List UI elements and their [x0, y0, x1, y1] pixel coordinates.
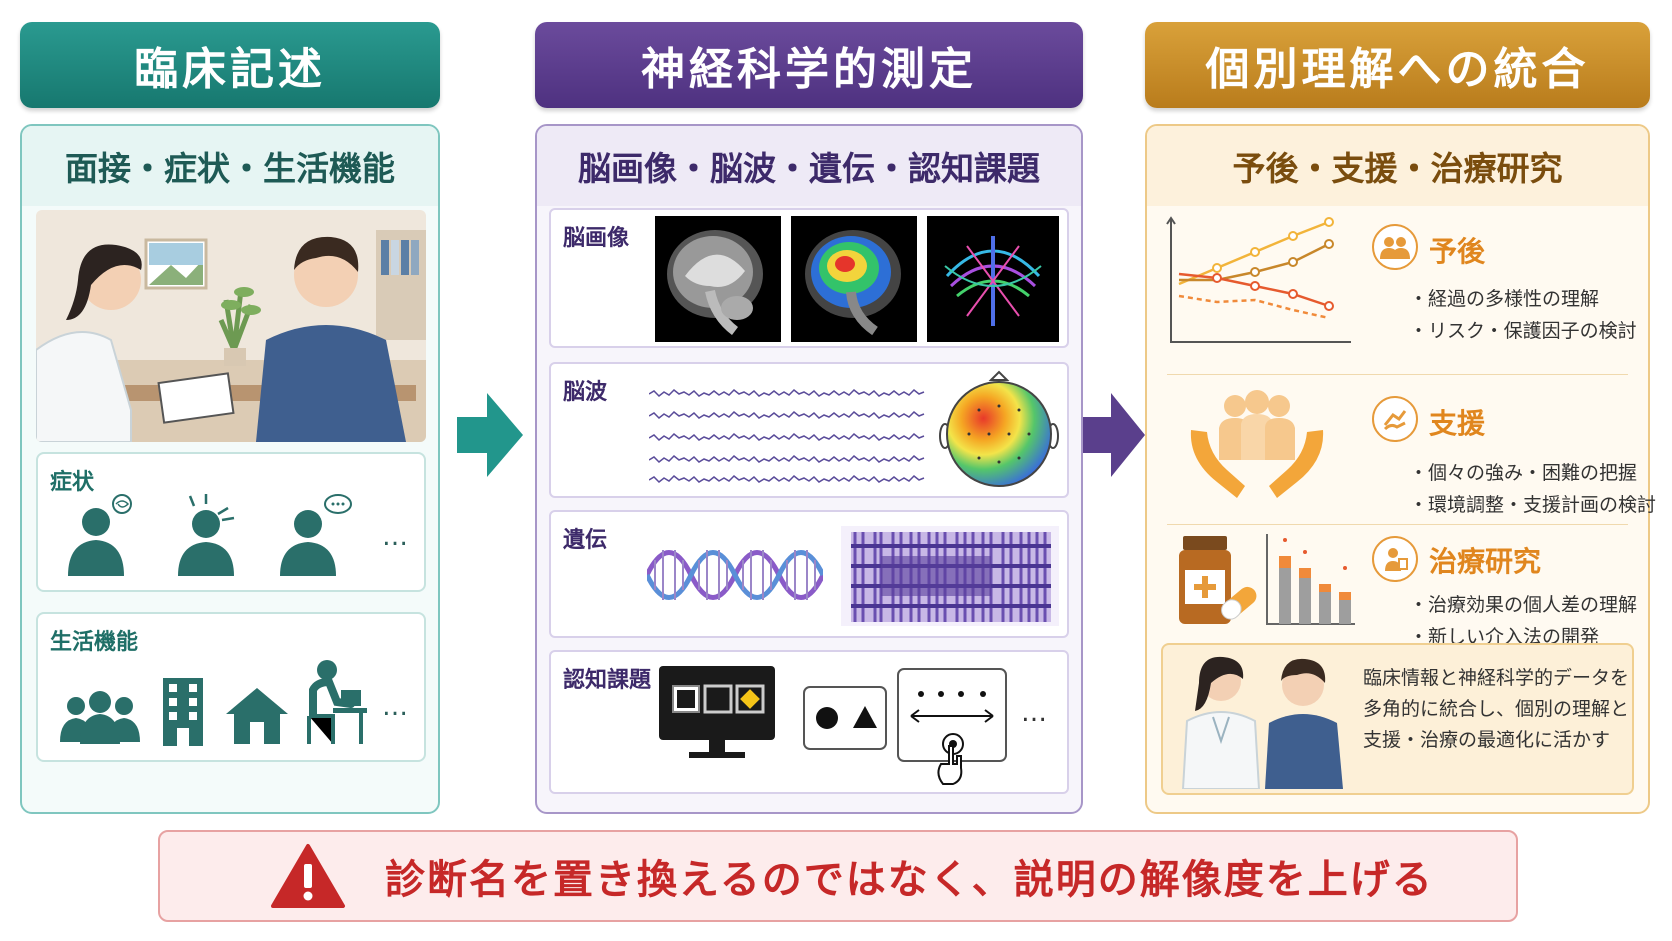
- function-label: 生活機能: [50, 630, 139, 655]
- support-icon: [1372, 396, 1418, 442]
- integration-header: 個別理解への統合: [1145, 22, 1650, 108]
- warning-icon: [271, 844, 345, 908]
- neuro-header: 神経科学的測定: [535, 22, 1083, 108]
- support-bullet-2: ・環境調整・支援計画の検討: [1409, 494, 1657, 516]
- integration-column: 個別理解への統合 予後・支援・治療研究 予後: [1145, 22, 1656, 814]
- eeg-topography-map: [939, 370, 1059, 487]
- treatment-title: 治療研究: [1429, 545, 1542, 578]
- genetics-card: 遺伝: [549, 510, 1069, 638]
- bottom-message-banner: 診断名を置き換えるのではなく、説明の解像度を上げる: [158, 830, 1518, 922]
- shape-task-card: [803, 686, 887, 750]
- cognitive-tasks-label: 認知課題: [563, 668, 652, 693]
- prognosis-line-chart: [1166, 216, 1351, 343]
- divider: [1167, 374, 1628, 375]
- person-at-desk-icon: [307, 660, 367, 744]
- cognitive-more: …: [1021, 698, 1049, 728]
- prognosis-item: 予後 ・経過の多様性の理解 ・リスク・保護因子の検討: [1147, 206, 1648, 366]
- clinical-body: 面接・症状・生活機能: [20, 124, 440, 814]
- summary-text: 臨床情報と神経科学的データを 多角的に統合し、個別の理解と 支援・治療の最適化に…: [1363, 663, 1629, 756]
- building-icon: [163, 678, 203, 746]
- person-confused-icon: [68, 494, 132, 576]
- integration-body: 予後・支援・治療研究 予後 ・経過の多様性の理解: [1145, 124, 1656, 814]
- function-more: …: [382, 692, 410, 722]
- prognosis-title: 予後: [1429, 235, 1486, 268]
- treatment-bar-chart: [1266, 534, 1355, 625]
- symptoms-label: 症状: [50, 470, 95, 495]
- function-card: 生活機能: [36, 612, 426, 762]
- summary-line-3: 支援・治療の最適化に活かす: [1363, 729, 1611, 751]
- arrow-right-icon: [1083, 393, 1145, 477]
- support-bullet-1: ・個々の強み・困難の把握: [1409, 462, 1638, 484]
- person-headache-icon: [178, 494, 235, 576]
- symptoms-card: 症状 …: [36, 452, 426, 592]
- symptoms-more: …: [382, 522, 410, 552]
- eeg-card: 脳波: [549, 362, 1069, 498]
- function-icons: …: [58, 656, 410, 746]
- prognosis-bullet-1: ・経過の多様性の理解: [1409, 288, 1600, 310]
- neuro-column: 神経科学的測定 脳画像・脳波・遺伝・認知課題 脳画像: [535, 22, 1083, 814]
- interview-scene-image: [36, 210, 426, 442]
- symptoms-icons: …: [58, 494, 410, 576]
- clinical-column: 臨床記述 面接・症状・生活機能: [20, 22, 440, 814]
- people-icon: [1372, 224, 1418, 270]
- medicine-icon: [1179, 536, 1257, 624]
- neuro-subtitle: 脳画像・脳波・遺伝・認知課題: [537, 126, 1081, 206]
- support-hands-icon: [1190, 390, 1324, 498]
- touch-task-card: [897, 668, 1007, 785]
- dna-helix-icon: [647, 550, 823, 600]
- summary-line-2: 多角的に統合し、個別の理解と: [1363, 698, 1630, 720]
- support-item: 支援 ・個々の強み・困難の把握 ・環境調整・支援計画の検討: [1147, 376, 1656, 526]
- cognitive-tasks-card: 認知課題: [549, 650, 1069, 794]
- bottom-message-text: 診断名を置き換えるのではなく、説明の解像度を上げる: [385, 857, 1434, 903]
- treatment-item: 治療研究 ・治療効果の個人差の理解 ・新しい介入法の開発: [1147, 526, 1648, 648]
- summary-line-1: 臨床情報と神経科学的データを: [1363, 667, 1630, 689]
- clinical-subtitle: 面接・症状・生活機能: [22, 126, 438, 206]
- functional-brain-map-image: [791, 216, 917, 342]
- neuro-body: 脳画像・脳波・遺伝・認知課題 脳画像: [535, 124, 1083, 814]
- house-icon: [226, 688, 288, 744]
- prognosis-bullet-2: ・リスク・保護因子の検討: [1409, 320, 1637, 342]
- brain-imaging-card: 脳画像: [549, 208, 1069, 348]
- dti-tractography-image: [927, 216, 1059, 342]
- genetics-label: 遺伝: [563, 528, 608, 553]
- people-group-icon: [60, 691, 140, 744]
- integration-subtitle: 予後・支援・治療研究: [1147, 126, 1648, 206]
- brain-imaging-label: 脳画像: [563, 226, 630, 251]
- clinical-header: 臨床記述: [20, 22, 440, 108]
- gene-expression-heatmap: [841, 526, 1059, 626]
- eeg-label: 脳波: [563, 380, 608, 405]
- treatment-bullet-2: ・新しい介入法の開発: [1409, 626, 1600, 648]
- monitor-icon: [659, 666, 775, 758]
- eeg-waveforms: [649, 388, 925, 484]
- research-icon: [1372, 536, 1418, 582]
- person-thinking-icon: [280, 494, 352, 576]
- doctor-patient-illustration: [1181, 656, 1343, 789]
- support-title: 支援: [1429, 407, 1486, 440]
- arrow-right-icon: [457, 393, 523, 477]
- summary-box: 臨床情報と神経科学的データを 多角的に統合し、個別の理解と 支援・治療の最適化に…: [1161, 643, 1634, 795]
- mri-scan-image: [655, 216, 781, 342]
- divider: [1167, 524, 1628, 525]
- treatment-bullet-1: ・治療効果の個人差の理解: [1409, 594, 1638, 616]
